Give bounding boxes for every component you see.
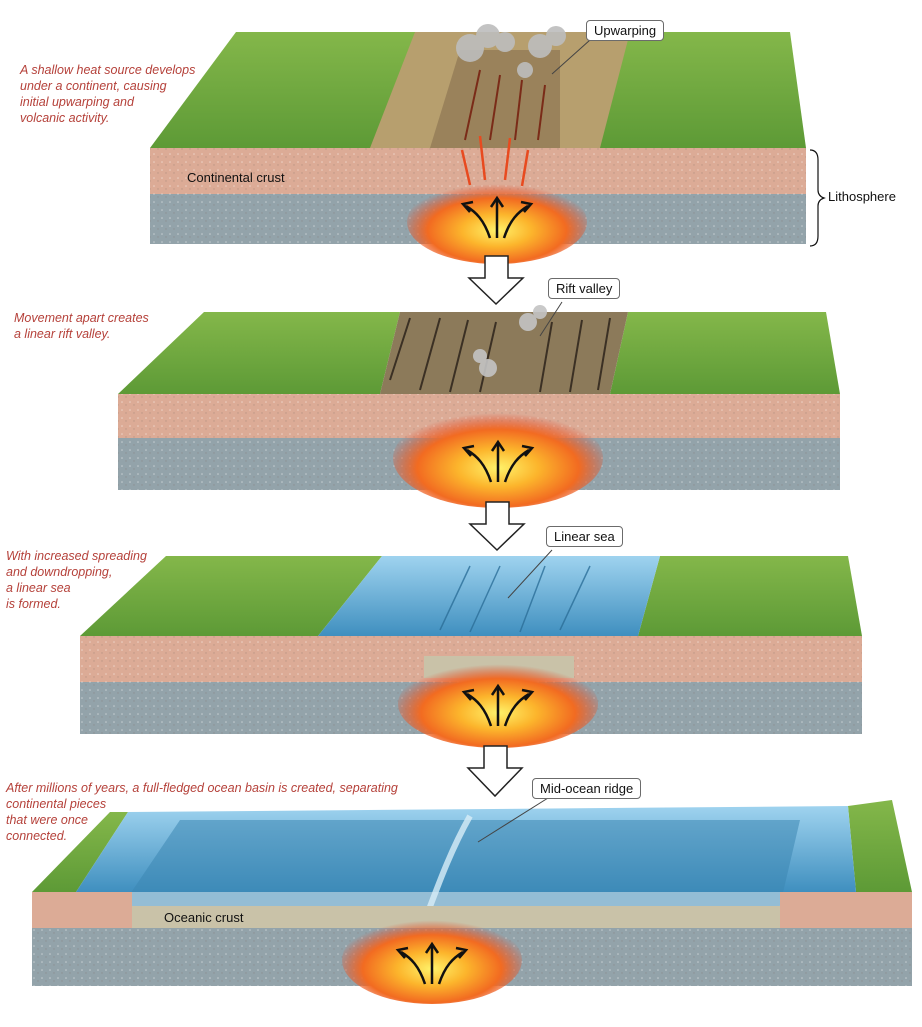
stage-3-caption: With increased spreading and downdroppin… [6,549,147,611]
upwarping-callout: Upwarping [586,20,665,41]
stage-4-land-right [848,800,912,892]
upwelling-arrows-icon [395,941,469,985]
stage-4-ocean-deep [122,820,800,914]
stage-2-land-left [118,312,400,394]
smoke-plume-icon [456,24,566,78]
stage-3-callout-leader [507,549,553,599]
stage-3-block [80,549,862,748]
stage-2-callout-leader [539,301,563,337]
stage-1-dikes [460,135,530,187]
stage-4-land-left [32,812,128,892]
stage-1-caption: A shallow heat source develops under a c… [20,63,196,125]
stage-3-land-right [638,556,862,636]
stage-2-caption: Movement apart creates a linear rift val… [14,311,149,341]
stage-1-callout-leader [551,39,591,75]
mid-ocean-ridge-callout: Mid-ocean ridge [532,778,642,799]
smoke-plume-icon [473,305,547,377]
stage-3-sea [318,556,660,636]
upwelling-arrows-icon [461,683,535,727]
stage-2-fault-blocks [389,317,611,393]
stage-1-block [150,24,826,264]
down-arrow-icon [466,745,524,798]
upwelling-arrows-icon [460,195,534,239]
stage-3-land-left [80,556,382,636]
stage-4-callout-leader [477,797,549,843]
lithosphere-bracket [809,149,826,247]
stage-4-block [32,797,912,1004]
linear-sea-callout: Linear sea [546,526,623,547]
stage-2-land-right [610,312,840,394]
stage-1-fissures [464,69,546,141]
stage-2-block [118,301,840,508]
stage-4-ridge-crest [425,814,473,914]
stage-4-oceanic-crust [132,906,780,928]
stage-3-sea-ridges [439,565,591,633]
lithosphere-label: Lithosphere [828,189,896,204]
down-arrow-icon [467,255,525,306]
stage-2-rift-floor [380,312,628,394]
upwelling-arrows-icon [461,439,535,483]
rift-valley-callout: Rift valley [548,278,621,299]
continental-crust-label: Continental crust [187,170,285,185]
oceanic-crust-label: Oceanic crust [164,910,244,925]
down-arrow-icon [468,501,526,552]
stage-4-caption: After millions of years, a full-fledged … [6,781,398,843]
